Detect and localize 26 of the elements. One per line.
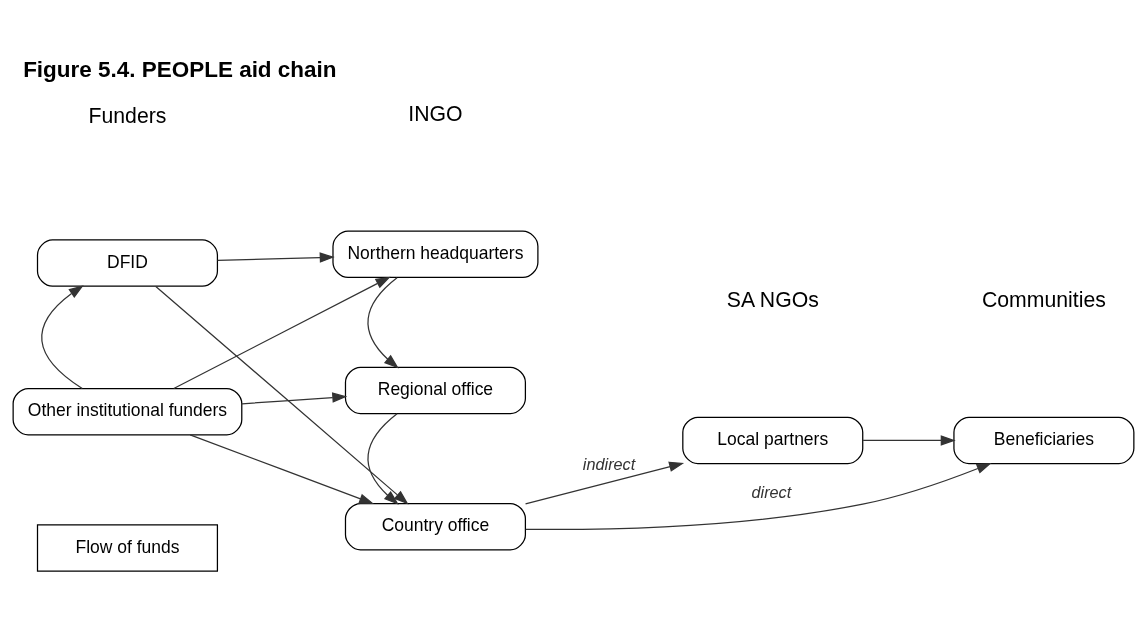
diagram-title: Figure 5.4. PEOPLE aid chain [23,56,337,82]
arrow [173,276,391,390]
node-box: Local partners [682,416,864,465]
edge-label: indirect [582,454,636,473]
legend-label: Flow of funds [75,536,180,557]
label: INGO [408,101,463,125]
node-box: Country office [344,502,527,551]
arrow [367,413,399,505]
node-box: Other institutional funders [12,387,243,436]
arrow [524,461,685,505]
label: Communities [982,287,1106,311]
label: Funders [88,104,167,128]
arrow [155,285,409,505]
edge-label: direct [751,483,792,502]
node-box: Northern headquarters [332,230,539,278]
arrow [216,252,335,263]
arrow [41,285,84,390]
node-box: Regional office [344,366,527,415]
arrow [241,392,348,405]
label: SA NGOs [726,287,819,311]
node-box: Beneficiaries [953,416,1135,465]
arrow [189,434,375,505]
node-box: DFID [36,239,219,287]
arrow [862,435,956,446]
arrow [367,277,399,369]
arrow [525,462,992,531]
